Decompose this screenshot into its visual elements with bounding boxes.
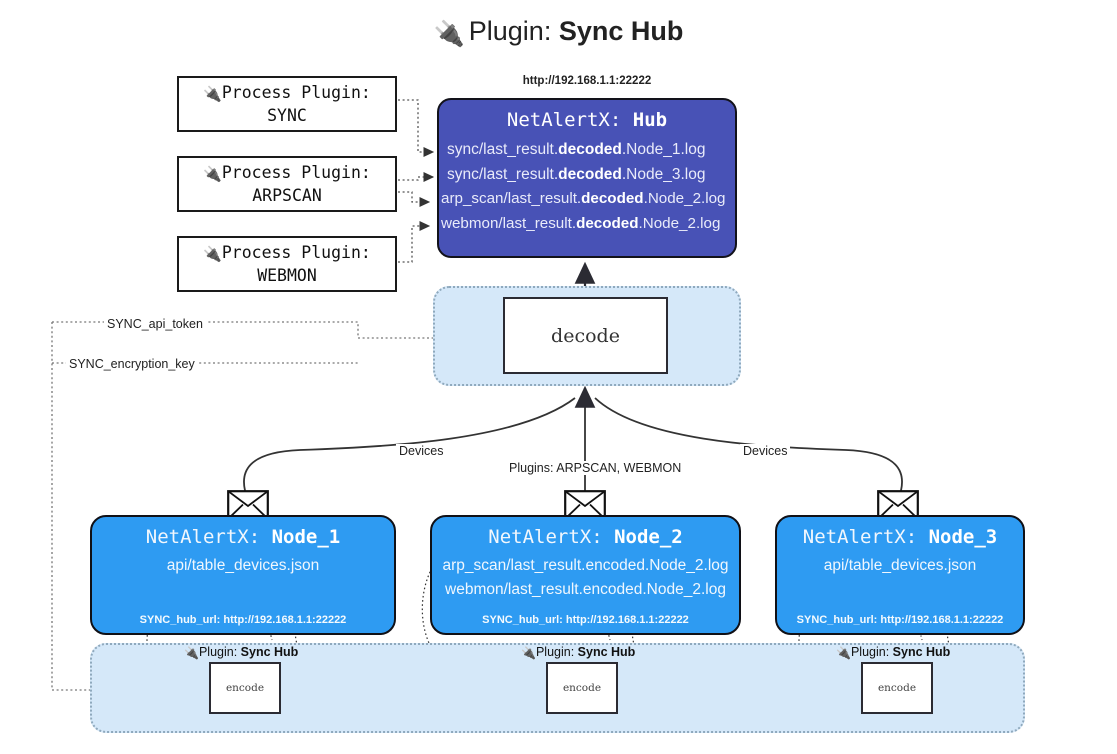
node-title: NetAlertX: Node_3: [802, 526, 998, 548]
node-line-list: api/table_devices.json: [92, 554, 394, 578]
process-plugin-name: ARPSCAN: [252, 185, 322, 205]
node-hub-url: SYNC_hub_url: http://192.168.1.1:22222: [482, 614, 689, 626]
decode-box[interactable]: decode: [503, 297, 668, 374]
plug-icon: 🔌: [433, 20, 465, 48]
node-line-list: api/table_devices.json: [777, 554, 1023, 578]
label-sync-encryption-key: SYNC_encryption_key: [66, 357, 198, 371]
label-devices-left: Devices: [396, 444, 447, 458]
hub-log-line: sync/last_result.decoded.Node_1.log: [447, 141, 706, 158]
node-hub-url: SYNC_hub_url: http://192.168.1.1:22222: [139, 614, 347, 626]
hub-node-box[interactable]: NetAlertX: Hub sync/last_result.decoded.…: [437, 98, 737, 258]
page-title: 🔌Plugin: Sync Hub: [0, 16, 1117, 49]
page-title-name: Sync Hub: [558, 16, 684, 46]
plug-icon: 🔌: [521, 646, 536, 660]
process-plugin-box-sync[interactable]: 🔌Process Plugin: SYNC: [177, 76, 397, 132]
node-box-node-2[interactable]: NetAlertX: Node_2 arp_scan/last_result.e…: [430, 515, 741, 635]
node-title: NetAlertX: Node_1: [145, 526, 341, 548]
node-title: NetAlertX: Node_2: [488, 526, 683, 548]
encode-box-3[interactable]: encode: [861, 662, 933, 714]
process-plugin-name: SYNC: [267, 105, 307, 125]
encode-box-2[interactable]: encode: [546, 662, 618, 714]
node-line: arp_scan/last_result.encoded.Node_2.log: [442, 557, 729, 574]
process-plugin-name: WEBMON: [257, 265, 317, 285]
hub-log-line: webmon/last_result.decoded.Node_2.log: [441, 214, 721, 232]
plug-icon: 🔌: [836, 646, 851, 660]
label-plugins-middle: Plugins: ARPSCAN, WEBMON: [506, 461, 685, 475]
plugin-tag-encoder-3: 🔌Plugin: Sync Hub: [836, 645, 951, 660]
node-line: api/table_devices.json: [166, 557, 320, 574]
process-plugin-line1: 🔌Process Plugin:: [203, 82, 371, 103]
node-box-node-3[interactable]: NetAlertX: Node_3 api/table_devices.json…: [775, 515, 1025, 635]
label-devices-right: Devices: [740, 444, 791, 458]
hub-log-line: arp_scan/last_result.decoded.Node_2.log: [441, 190, 726, 208]
process-plugin-box-arpscan[interactable]: 🔌Process Plugin: ARPSCAN: [177, 156, 397, 212]
node-hub-url: SYNC_hub_url: http://192.168.1.1:22222: [796, 614, 1004, 626]
process-plugin-line1: 🔌Process Plugin:: [203, 162, 371, 183]
plug-icon: 🔌: [184, 646, 199, 660]
node-box-node-1[interactable]: NetAlertX: Node_1 api/table_devices.json…: [90, 515, 396, 635]
plugin-tag-encoder-2: 🔌Plugin: Sync Hub: [521, 645, 636, 660]
hub-log-list: sync/last_result.decoded.Node_1.log sync…: [439, 137, 735, 236]
hub-log-line: sync/last_result.decoded.Node_3.log: [447, 166, 706, 184]
process-plugin-line1: 🔌Process Plugin:: [203, 242, 371, 263]
node-line-list: arp_scan/last_result.encoded.Node_2.log …: [432, 554, 739, 602]
encode-box-1[interactable]: encode: [209, 662, 281, 714]
envelope-icon: [227, 490, 269, 520]
node-line: api/table_devices.json: [823, 557, 977, 574]
label-sync-api-token: SYNC_api_token: [104, 317, 206, 331]
plug-icon: 🔌: [203, 84, 222, 103]
plug-icon: 🔌: [203, 164, 222, 183]
page-title-prefix: Plugin:: [468, 16, 552, 46]
plug-icon: 🔌: [203, 244, 222, 263]
plugin-tag-encoder-1: 🔌Plugin: Sync Hub: [184, 645, 299, 660]
hub-title: NetAlertX: Hub: [506, 109, 668, 131]
envelope-icon: [877, 490, 919, 520]
node-line: webmon/last_result.encoded.Node_2.log: [445, 581, 726, 599]
process-plugin-box-webmon[interactable]: 🔌Process Plugin: WEBMON: [177, 236, 397, 292]
hub-url-label: http://192.168.1.1:22222: [522, 75, 652, 87]
